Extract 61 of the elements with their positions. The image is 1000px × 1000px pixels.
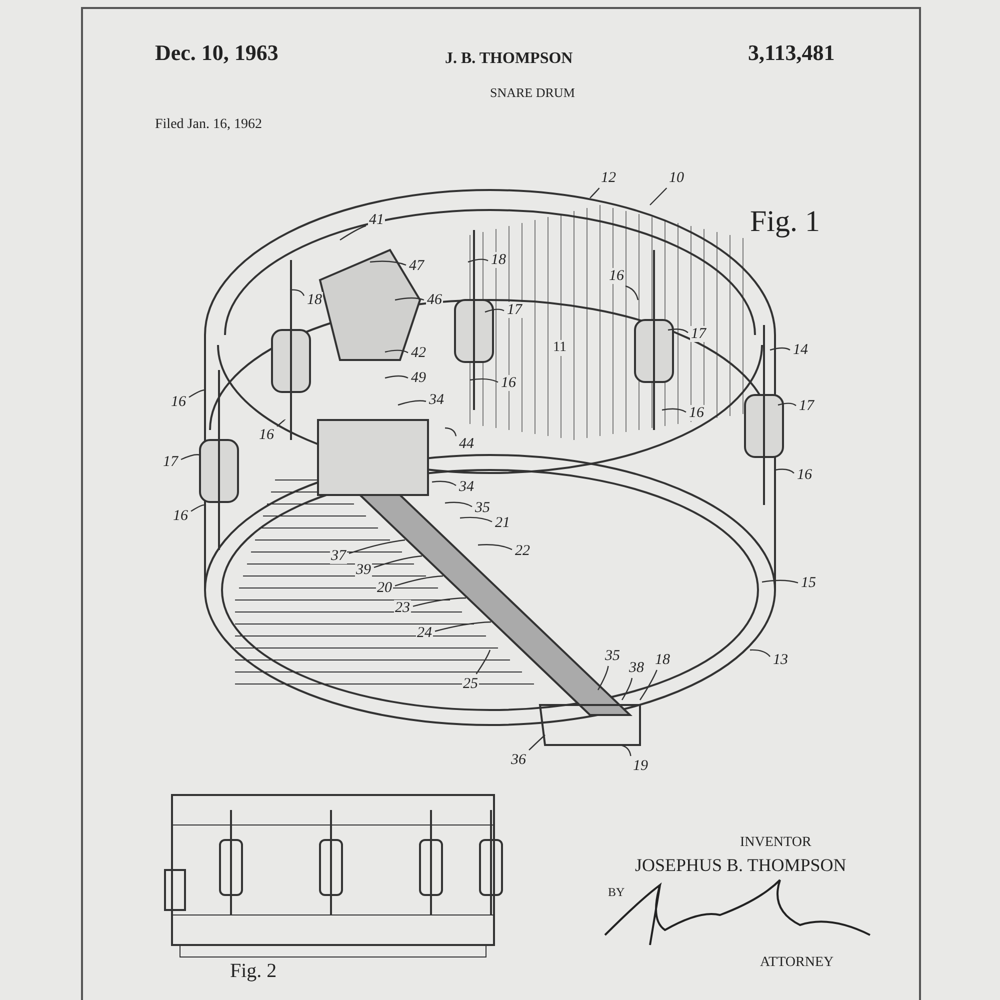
title: SNARE DRUM bbox=[490, 85, 575, 101]
filing-date: Filed Jan. 16, 1962 bbox=[155, 117, 262, 133]
leader-line bbox=[750, 649, 770, 657]
leader-line bbox=[770, 347, 790, 351]
leader-line bbox=[650, 188, 668, 206]
figure-label: Fig. 1 bbox=[750, 205, 820, 239]
leader-line bbox=[662, 408, 686, 413]
leader-line bbox=[394, 575, 444, 586]
leader-line bbox=[290, 289, 305, 296]
leader-line bbox=[478, 544, 512, 550]
figure-label: Fig. 2 bbox=[230, 960, 277, 983]
leader-line bbox=[476, 650, 491, 674]
leader-line bbox=[468, 258, 488, 263]
signature-caption: BY bbox=[608, 885, 625, 900]
leader-line bbox=[762, 580, 798, 584]
leader-line bbox=[444, 427, 457, 436]
inventor-name: J. B. THOMPSON bbox=[445, 50, 573, 68]
leader-line bbox=[484, 308, 504, 313]
leader-line bbox=[621, 678, 633, 700]
leader-line bbox=[412, 597, 466, 607]
leader-line bbox=[370, 260, 406, 266]
leader-line bbox=[528, 734, 546, 751]
leader-line bbox=[774, 468, 794, 474]
callout-number: 16 bbox=[688, 405, 705, 421]
leader-line bbox=[668, 328, 688, 334]
callout-number: 17 bbox=[690, 326, 707, 342]
date-text: Dec. 10, 1963 bbox=[155, 40, 278, 66]
leader-line bbox=[180, 454, 200, 460]
leader-line bbox=[398, 400, 426, 406]
leader-line bbox=[276, 419, 286, 427]
leader-line bbox=[394, 297, 424, 301]
callout-number: 41 bbox=[368, 212, 385, 228]
callout-number: 11 bbox=[553, 340, 566, 356]
leader-line bbox=[460, 516, 492, 522]
leader-line bbox=[348, 539, 406, 554]
callout-number: 18 bbox=[490, 252, 507, 268]
callout-number: 17 bbox=[506, 302, 523, 318]
callout-number: 16 bbox=[500, 375, 517, 391]
leader-line bbox=[625, 285, 639, 300]
patent-number: 3,113,481 bbox=[748, 40, 835, 66]
signature-caption: INVENTOR bbox=[740, 835, 812, 851]
leader-line bbox=[384, 375, 408, 379]
leader-line bbox=[374, 555, 422, 568]
leader-line bbox=[190, 504, 206, 512]
leader-line bbox=[188, 389, 206, 398]
signature-caption: ATTORNEY bbox=[760, 955, 834, 971]
callout-number: 16 bbox=[608, 268, 625, 284]
leader-line bbox=[340, 225, 366, 240]
leader-line bbox=[590, 188, 600, 198]
leader-line bbox=[444, 502, 472, 508]
callout-number: 37 bbox=[330, 548, 347, 564]
leader-line bbox=[432, 480, 456, 486]
inventor-name: JOSEPHUS B. THOMPSON bbox=[635, 855, 846, 876]
leader-line bbox=[620, 744, 632, 756]
callout-number: 39 bbox=[355, 562, 372, 578]
leader-line bbox=[470, 378, 498, 383]
leader-line bbox=[597, 666, 609, 690]
leader-line bbox=[384, 350, 408, 354]
leader-line bbox=[640, 670, 658, 700]
leader-line bbox=[778, 402, 796, 406]
leader-line bbox=[434, 621, 492, 632]
